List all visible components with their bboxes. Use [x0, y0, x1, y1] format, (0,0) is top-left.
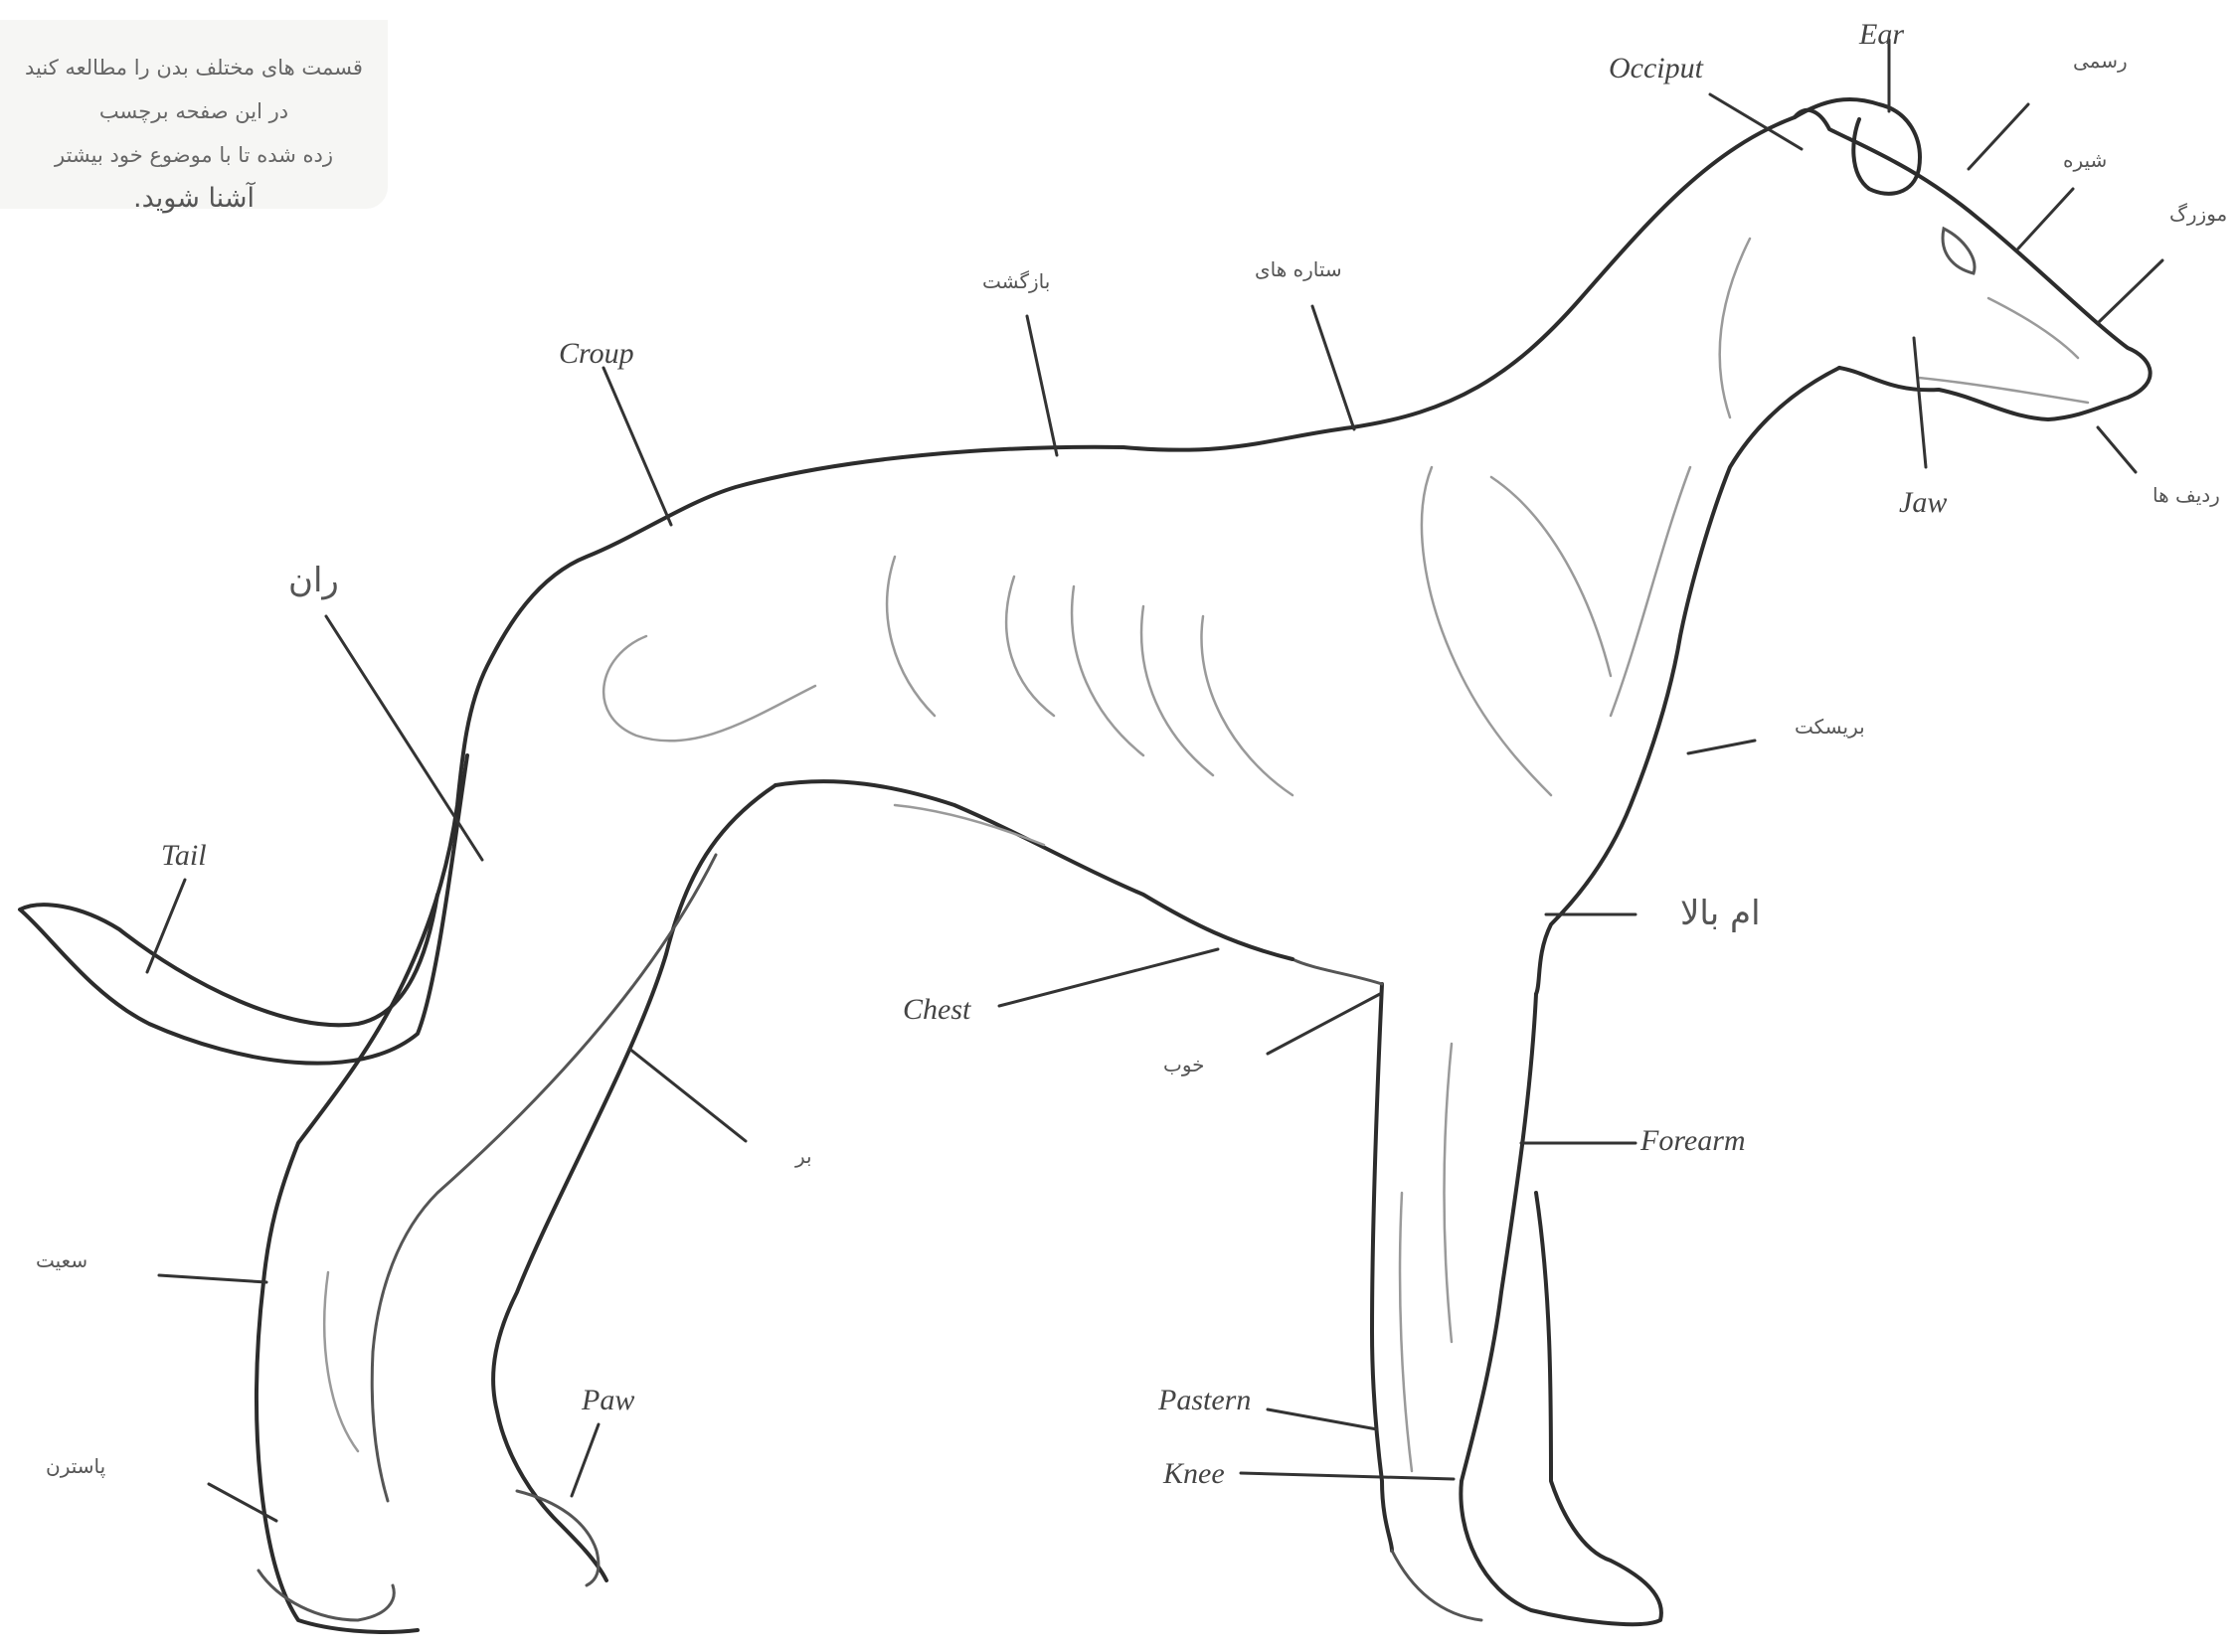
leader-chest: [999, 949, 1218, 1006]
label-knee: Knee: [1162, 1457, 1225, 1490]
label-skull: رسمی: [2073, 49, 2128, 73]
leader-brisket: [1688, 741, 1755, 753]
label-brisket: بریسکت: [1795, 715, 1865, 739]
label-rear-pastern: پاسترن: [46, 1454, 105, 1479]
label-thigh: ران: [288, 561, 339, 600]
label-tail: Tail: [161, 839, 207, 872]
leader-paw: [572, 1424, 599, 1496]
label-jaw: Jaw: [1899, 486, 1947, 519]
leader-stifle: [629, 1049, 746, 1141]
rear-paw-left: [517, 1491, 599, 1585]
label-loin: بازگشت: [982, 269, 1050, 293]
front-leg-back-edge: [1292, 959, 1382, 984]
label-hock: سعیت: [36, 1248, 87, 1272]
label-stifle: بر: [794, 1144, 812, 1168]
leader-withers: [1312, 306, 1354, 429]
label-paw: Paw: [581, 1384, 634, 1416]
label-chest: Chest: [903, 993, 971, 1026]
belly: [775, 781, 1292, 959]
label-stop: شیره: [2063, 148, 2107, 172]
front-paw: [1392, 1551, 1481, 1620]
label-croup: Croup: [559, 337, 634, 370]
leader-elbow: [1268, 994, 1380, 1054]
rear-leg-left: [257, 1282, 418, 1632]
leader-rear-pastern: [209, 1484, 276, 1521]
leader-jaw: [1914, 338, 1926, 467]
dog-body-outline: [20, 99, 2151, 1632]
label-forearm: Forearm: [1639, 1124, 1746, 1157]
label-upper-arm: ام بالا: [1680, 894, 1761, 933]
leader-lips: [2098, 427, 2136, 472]
label-muzzle: موزرگ: [2169, 202, 2227, 226]
leader-croup: [603, 368, 671, 525]
label-lips: ردیف ها: [2153, 483, 2220, 507]
body-details: [324, 229, 2088, 1471]
label-withers: ستاره های: [1255, 257, 1342, 281]
leader-loin: [1027, 316, 1057, 455]
leader-stop: [2018, 189, 2073, 248]
rear-leg-right: [493, 785, 775, 1580]
label-ear: Ear: [1858, 18, 1904, 51]
leader-lines: [147, 40, 2162, 1521]
label-elbow: خوب: [1163, 1053, 1205, 1076]
leader-pastern: [1268, 1409, 1377, 1429]
leader-hock: [159, 1275, 266, 1282]
leader-skull: [1969, 104, 2028, 169]
leader-muzzle: [2098, 260, 2162, 323]
front-leg-right: [1461, 994, 1661, 1624]
leader-knee: [1241, 1473, 1454, 1479]
front-leg-left: [1372, 984, 1392, 1551]
label-occiput: Occiput: [1609, 52, 1704, 84]
labels: Ear Occiput Croup Tail Chest Jaw Forearm…: [36, 18, 2227, 1490]
leader-thigh: [326, 616, 482, 860]
leader-tail: [147, 880, 185, 972]
tail: [20, 755, 467, 1064]
label-pastern: Pastern: [1157, 1384, 1251, 1416]
